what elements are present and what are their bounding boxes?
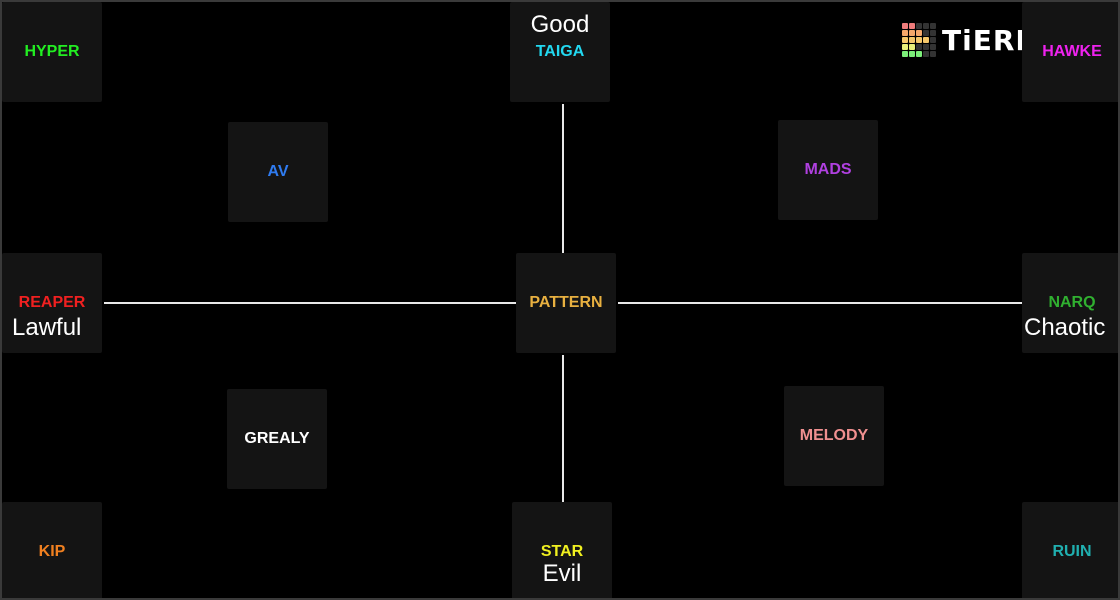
tile-ruin[interactable]: RUIN	[1022, 502, 1118, 598]
tile-label: AV	[267, 163, 289, 180]
tile-av[interactable]: AV	[228, 122, 328, 222]
logo-grid-cell	[916, 30, 922, 36]
logo-grid-cell	[909, 23, 915, 29]
tile-pattern[interactable]: PATTERN	[516, 253, 616, 353]
logo-grid-cell	[902, 44, 908, 50]
logo-grid-cell	[930, 51, 936, 57]
logo-grid-cell	[923, 30, 929, 36]
tile-label: KIP	[38, 543, 66, 560]
horizontal-axis-left	[104, 302, 518, 304]
axis-label-chaotic: Chaotic	[1024, 314, 1106, 341]
tile-narq[interactable]: NARQ Chaotic	[1022, 253, 1118, 353]
axis-label-evil: Evil	[542, 560, 582, 587]
logo-grid-cell	[909, 30, 915, 36]
logo-grid-cell	[902, 37, 908, 43]
logo-grid-cell	[930, 37, 936, 43]
logo-grid-cell	[902, 23, 908, 29]
tile-reaper[interactable]: REAPER Lawful	[2, 253, 102, 353]
axis-label-lawful: Lawful	[12, 314, 82, 341]
logo-grid-cell	[909, 51, 915, 57]
logo-grid-cell	[909, 44, 915, 50]
logo-grid-cell	[916, 44, 922, 50]
logo-grid-cell	[902, 30, 908, 36]
tile-label: HAWKE	[1042, 43, 1102, 60]
tile-hawke[interactable]: HAWKE	[1022, 2, 1118, 102]
logo-grid-cell	[916, 37, 922, 43]
tile-label: STAR	[540, 543, 584, 560]
logo-grid-cell	[923, 44, 929, 50]
vertical-axis-top	[562, 104, 564, 254]
logo-grid-cell	[930, 44, 936, 50]
axis-label-good: Good	[530, 11, 590, 38]
tile-taiga[interactable]: Good TAIGA	[510, 2, 610, 102]
tile-melody[interactable]: MELODY	[784, 386, 884, 486]
logo-grid-cell	[909, 37, 915, 43]
logo-grid-cell	[930, 23, 936, 29]
logo-grid-cell	[923, 23, 929, 29]
logo-grid-cell	[916, 51, 922, 57]
tile-label: PATTERN	[529, 294, 603, 311]
tile-mads[interactable]: MADS	[778, 120, 878, 220]
tile-label: REAPER	[18, 294, 86, 311]
tile-label: GREALY	[244, 430, 310, 447]
tile-star[interactable]: STAR Evil	[512, 502, 612, 598]
logo-grid-icon	[902, 23, 936, 57]
logo-grid-cell	[923, 51, 929, 57]
tile-label: RUIN	[1052, 543, 1092, 560]
logo-grid-cell	[930, 30, 936, 36]
tile-label: MADS	[804, 161, 852, 178]
logo-grid-cell	[923, 37, 929, 43]
logo-grid-cell	[902, 51, 908, 57]
logo-grid-cell	[916, 23, 922, 29]
tile-label: NARQ	[1048, 294, 1096, 311]
tile-label: TAIGA	[535, 43, 585, 60]
tile-grealy[interactable]: GREALY	[227, 389, 327, 489]
tile-hyper[interactable]: HYPER	[2, 2, 102, 102]
vertical-axis-bottom	[562, 355, 564, 504]
tile-label: HYPER	[24, 43, 80, 60]
tile-label: MELODY	[799, 427, 869, 444]
tile-kip[interactable]: KIP	[2, 502, 102, 598]
horizontal-axis-right	[618, 302, 1024, 304]
